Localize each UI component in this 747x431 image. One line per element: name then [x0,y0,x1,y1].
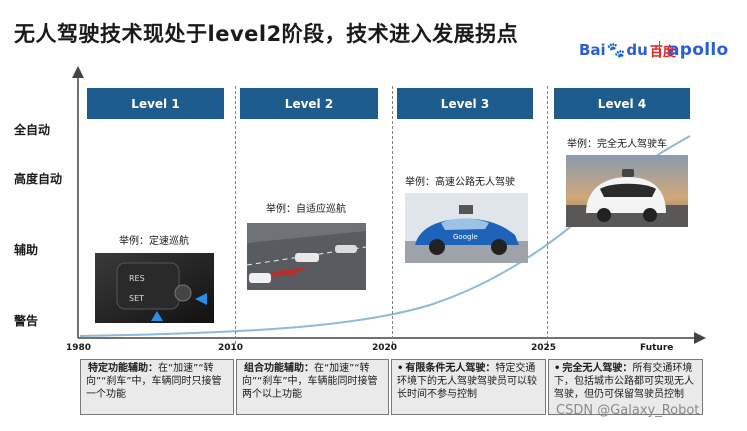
adaptive-cruise-image [247,223,366,290]
watermark: CSDN @Galaxy_Robot [556,403,699,418]
waymo-car-image [566,155,688,227]
note-level-1: 特定功能辅助：在“加速”“转向”“刹车”中，车辆同时只接管一个功能 [80,359,234,415]
y-label-warning: 警告 [14,312,38,329]
separator-2010 [235,86,236,344]
x-label-2025: 2025 [531,343,556,353]
example-level-2: 举例：自适应巡航 [266,200,346,215]
x-label-1980: 1980 [66,343,91,353]
note-2-head: 组合功能辅助： [244,363,314,374]
level-2-bar: Level 2 [240,88,378,119]
separator-2025 [547,86,548,344]
note-4-head: 完全无人驾驶： [562,363,632,374]
res-label: RES [129,274,145,283]
google-label: Google [453,233,478,241]
note-1-head: 特定功能辅助： [88,363,158,374]
separator-2020 [392,86,393,344]
note-3-head: 有限条件无人驾驶： [405,363,495,374]
set-label: SET [129,294,144,303]
y-label-assist: 辅助 [14,241,38,258]
level-4-bar: Level 4 [554,88,690,119]
note-3-bullet: • [397,363,403,374]
cruise-control-image: RES SET [95,253,214,323]
x-label-2010: 2010 [218,343,243,353]
note-level-3: •有限条件无人驾驶：特定交通环境下的无人驾驶驾驶员可以较长时间不参与控制 [391,359,546,415]
x-label-2020: 2020 [372,343,397,353]
note-4-bullet: • [554,363,560,374]
example-level-4: 举例：完全无人驾驶车 [567,135,667,150]
example-level-3: 举例：高速公路无人驾驶 [405,173,515,188]
example-level-1: 举例：定速巡航 [119,232,189,247]
level-1-bar: Level 1 [87,88,224,119]
x-label-future: Future [640,343,673,353]
note-level-2: 组合功能辅助：在“加速”“转向”“刹车”中，车辆能同时接管两个以上功能 [236,359,389,415]
level-3-bar: Level 3 [397,88,533,119]
y-label-high-auto: 高度自动 [14,170,62,187]
google-car-image: Google [405,193,528,263]
y-label-full-auto: 全自动 [14,121,50,138]
